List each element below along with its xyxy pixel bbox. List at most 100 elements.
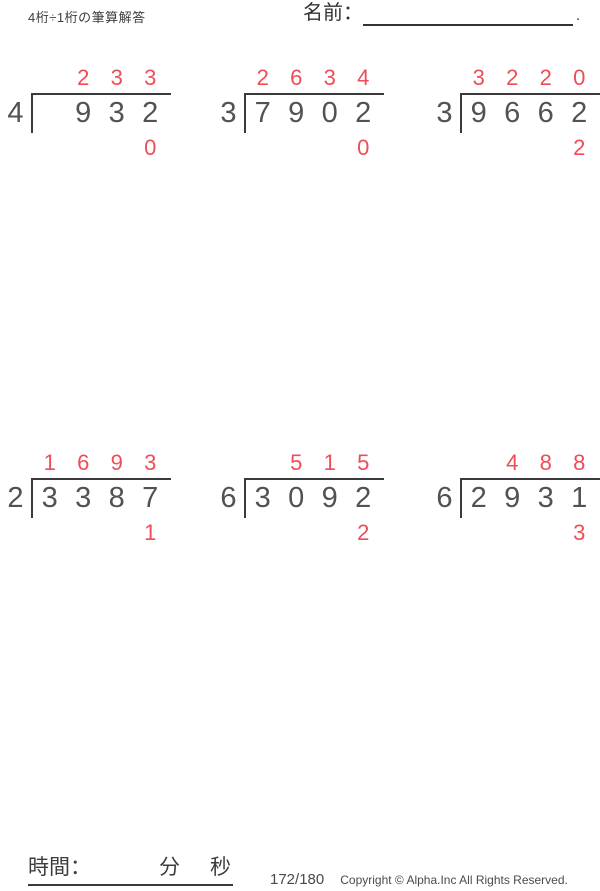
- quotient-digit: 2: [539, 65, 552, 90]
- dividend-digit: 9: [288, 97, 305, 129]
- quotient-digit: 5: [357, 450, 370, 475]
- remainder-row: 2: [462, 133, 600, 159]
- dividend-digit: 2: [142, 97, 159, 129]
- dividend-row: 6 3 0 9 2: [213, 478, 393, 518]
- quotient-digit: 3: [110, 65, 123, 90]
- quotient-digit: 1: [43, 450, 56, 475]
- remainder-digit: [462, 133, 496, 159]
- division-problem-3: 3 2 2 0 3 9 6 6 2 2: [429, 62, 600, 159]
- dividend-digit: 7: [254, 97, 271, 129]
- quotient-digit: 2: [256, 65, 269, 90]
- remainder-digit: [496, 518, 530, 544]
- divisor-digit: 3: [220, 97, 237, 129]
- dividend-digit: 3: [108, 97, 125, 129]
- quotient-digit: 6: [290, 65, 303, 90]
- page-footer: 172/180 Copyright © Alpha.Inc All Rights…: [270, 871, 568, 888]
- division-bracket: 9 3 2: [31, 93, 171, 133]
- dividend-row: 6 2 9 3 1: [429, 478, 600, 518]
- remainder-digit: [33, 133, 67, 159]
- quotient-digit: 3: [472, 65, 485, 90]
- dividend-digit: 3: [41, 482, 58, 514]
- quotient-row: 2 6 3 4: [246, 62, 393, 93]
- quotient-digit: 3: [144, 450, 157, 475]
- name-underline: [363, 2, 573, 26]
- quotient-digit: 4: [506, 450, 519, 475]
- dividend-digit: 0: [321, 97, 338, 129]
- seconds-label: 秒: [210, 856, 231, 879]
- remainder-digit: [246, 518, 280, 544]
- remainder-digit: [33, 518, 67, 544]
- remainder-digit: [67, 518, 101, 544]
- remainder-digit: [496, 133, 530, 159]
- quotient-digit: 5: [290, 450, 303, 475]
- divisor-digit: 3: [436, 97, 453, 129]
- remainder-digit: [529, 133, 563, 159]
- quotient-row: 3 2 2 0: [462, 62, 600, 93]
- quotient-digit: 2: [77, 65, 90, 90]
- division-bracket: 3 3 8 7: [31, 478, 171, 518]
- time-field: 時間： 分 秒: [28, 855, 233, 886]
- dividend-digit: 2: [470, 482, 487, 514]
- copyright-text: Copyright © Alpha.Inc All Rights Reserve…: [340, 873, 568, 887]
- remainder-digit: [280, 133, 314, 159]
- remainder-digit: [246, 133, 280, 159]
- dividend-digit: 9: [321, 482, 338, 514]
- dividend-digit: 3: [75, 482, 92, 514]
- division-bracket: 7 9 0 2: [244, 93, 384, 133]
- dividend-digit: 9: [75, 97, 92, 129]
- dividend-digit: 0: [288, 482, 305, 514]
- division-problem-5: 5 1 5 6 3 0 9 2 2: [213, 447, 393, 544]
- division-problem-4: 1 6 9 3 2 3 3 8 7 1: [0, 447, 180, 544]
- division-bracket: 9 6 6 2: [460, 93, 600, 133]
- remainder-digit: 2: [573, 135, 586, 160]
- remainder-digit: [67, 133, 101, 159]
- quotient-digit: 4: [357, 65, 370, 90]
- divisor-digit: 2: [7, 482, 24, 514]
- remainder-digit: 3: [573, 520, 586, 545]
- quotient-row: 4 8 8: [462, 447, 600, 478]
- name-label: 名前：: [303, 2, 363, 24]
- dividend-digit: 1: [571, 482, 588, 514]
- quotient-digit: 8: [539, 450, 552, 475]
- quotient-row: 2 3 3: [33, 62, 180, 93]
- dividend-row: 3 9 6 6 2: [429, 93, 600, 133]
- quotient-digit: 1: [323, 450, 336, 475]
- quotient-digit: 3: [323, 65, 336, 90]
- remainder-row: 0: [33, 133, 180, 159]
- page-number: 172/180: [270, 871, 325, 888]
- dividend-digit: 3: [254, 482, 271, 514]
- division-problem-2: 2 6 3 4 3 7 9 0 2 0: [213, 62, 393, 159]
- dividend-digit: 3: [537, 482, 554, 514]
- division-bracket: 3 0 9 2: [244, 478, 384, 518]
- quotient-row: 5 1 5: [246, 447, 393, 478]
- remainder-digit: [313, 518, 347, 544]
- dividend-row: 3 7 9 0 2: [213, 93, 393, 133]
- division-problem-6: 4 8 8 6 2 9 3 1 3: [429, 447, 600, 544]
- dividend-digit: 2: [355, 97, 372, 129]
- dividend-digit: [33, 95, 67, 133]
- time-label: 時間：: [28, 856, 91, 879]
- dividend-digit: 2: [571, 97, 588, 129]
- dividend-digit: 9: [504, 482, 521, 514]
- name-period: .: [576, 7, 581, 24]
- dividend-row: 2 3 3 8 7: [0, 478, 180, 518]
- remainder-digit: [100, 133, 134, 159]
- dividend-digit: 6: [504, 97, 521, 129]
- quotient-digit: 2: [506, 65, 519, 90]
- worksheet-title: 4桁÷1桁の筆算解答: [28, 10, 146, 25]
- name-field: 名前： .: [303, 0, 580, 26]
- quotient-digit: 0: [573, 65, 586, 90]
- remainder-row: 1: [33, 518, 180, 544]
- remainder-digit: 1: [144, 520, 157, 545]
- dividend-digit: 2: [355, 482, 372, 514]
- dividend-row: 4 9 3 2: [0, 93, 180, 133]
- division-problem-1: 2 3 3 4 9 3 2 0: [0, 62, 180, 159]
- remainder-digit: 2: [357, 520, 370, 545]
- remainder-digit: [313, 133, 347, 159]
- quotient-digit: 8: [573, 450, 586, 475]
- remainder-digit: [529, 518, 563, 544]
- quotient-row: 1 6 9 3: [33, 447, 180, 478]
- quotient-digit: 9: [110, 450, 123, 475]
- divisor-digit: 6: [220, 482, 237, 514]
- minutes-label: 分: [159, 856, 180, 879]
